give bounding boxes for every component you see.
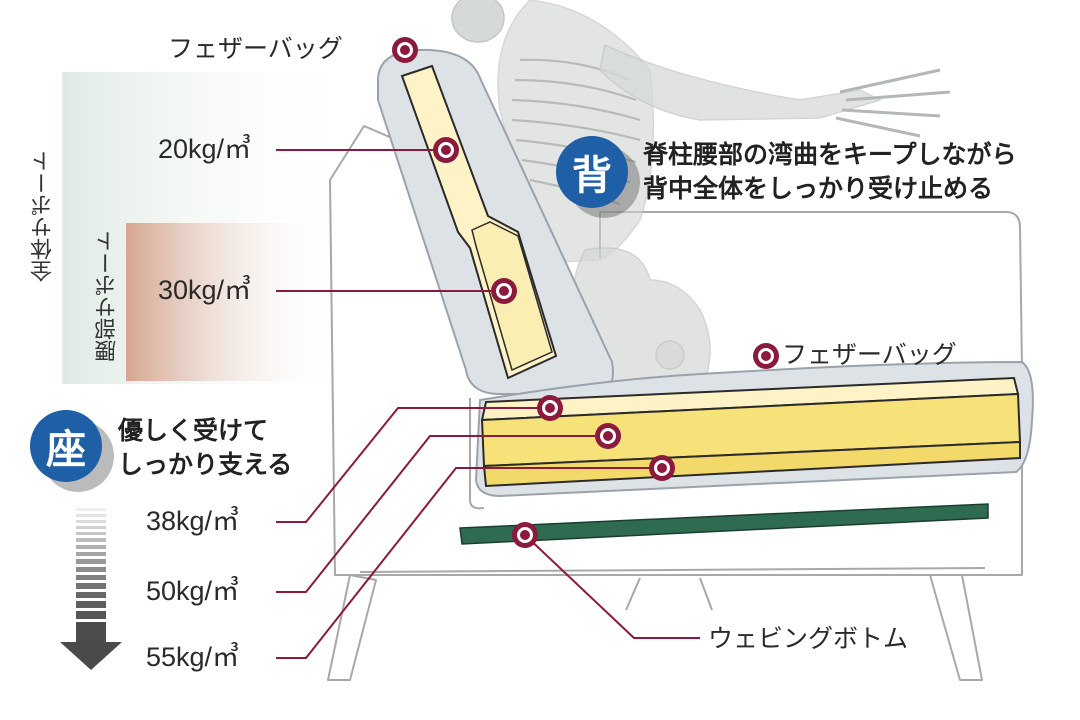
density-20-value: 20kg/: [158, 134, 225, 164]
back-headline-line-1: 脊柱腰部の湾曲をキープしながら: [643, 140, 1017, 169]
density-55-label: 55kg/㎥: [146, 644, 239, 671]
seat-feather-bag-label: フェザーバッグ: [782, 340, 957, 369]
unit-30: ㎥: [224, 275, 252, 305]
back-feather-bag-label: フェザーバッグ: [168, 34, 343, 63]
lumbar-support-label: 腰部サポート: [95, 230, 120, 362]
seat-foam-bottom: [482, 440, 1021, 488]
unit-50: ㎥: [212, 576, 240, 606]
density-30-label: 30kg/㎥: [158, 277, 251, 304]
unit-38: ㎥: [212, 506, 240, 536]
lumbar-support-band: [126, 223, 326, 381]
density-55-value: 55kg/: [146, 642, 213, 672]
marker-20: [433, 137, 459, 163]
down-arrow-icon: [60, 508, 122, 670]
density-30-value: 30kg/: [158, 275, 225, 305]
leader-lines: [276, 149, 700, 659]
density-20-label: 20kg/㎥: [158, 136, 251, 163]
unit-20: ㎥: [224, 134, 252, 164]
seat-headline-line-2: しっかり支える: [118, 449, 293, 479]
marker-seat-feather: [753, 343, 779, 369]
seat-badge: 座: [30, 410, 102, 482]
marker-55: [649, 455, 675, 481]
back-headline: 脊柱腰部の湾曲をキープしながら 背中全体をしっかり受け止める: [643, 138, 1017, 205]
density-50-label: 50kg/㎥: [146, 578, 239, 605]
marker-webbing: [512, 522, 538, 548]
webbing-bottom-label: ウェビングボトム: [708, 624, 909, 653]
marker-38: [537, 395, 563, 421]
marker-30: [491, 278, 517, 304]
seat-headline: 優しく受けて しっかり支える: [118, 414, 292, 481]
seat-headline-line-1: 優しく受けて: [118, 416, 269, 445]
unit-55: ㎥: [212, 642, 240, 672]
webbing-bottom-shape: [459, 503, 989, 545]
whole-support-label: 全体サポート: [31, 150, 56, 282]
density-38-value: 38kg/: [146, 506, 213, 536]
marker-50: [595, 423, 621, 449]
back-badge: 背: [556, 136, 628, 208]
density-50-value: 50kg/: [146, 576, 213, 606]
marker-back-feather: [392, 37, 418, 63]
back-headline-line-2: 背中全体をしっかり受け止める: [643, 173, 994, 203]
markers: [392, 37, 779, 548]
seat-cushion: [474, 360, 1034, 498]
density-38-label: 38kg/㎥: [146, 508, 239, 535]
